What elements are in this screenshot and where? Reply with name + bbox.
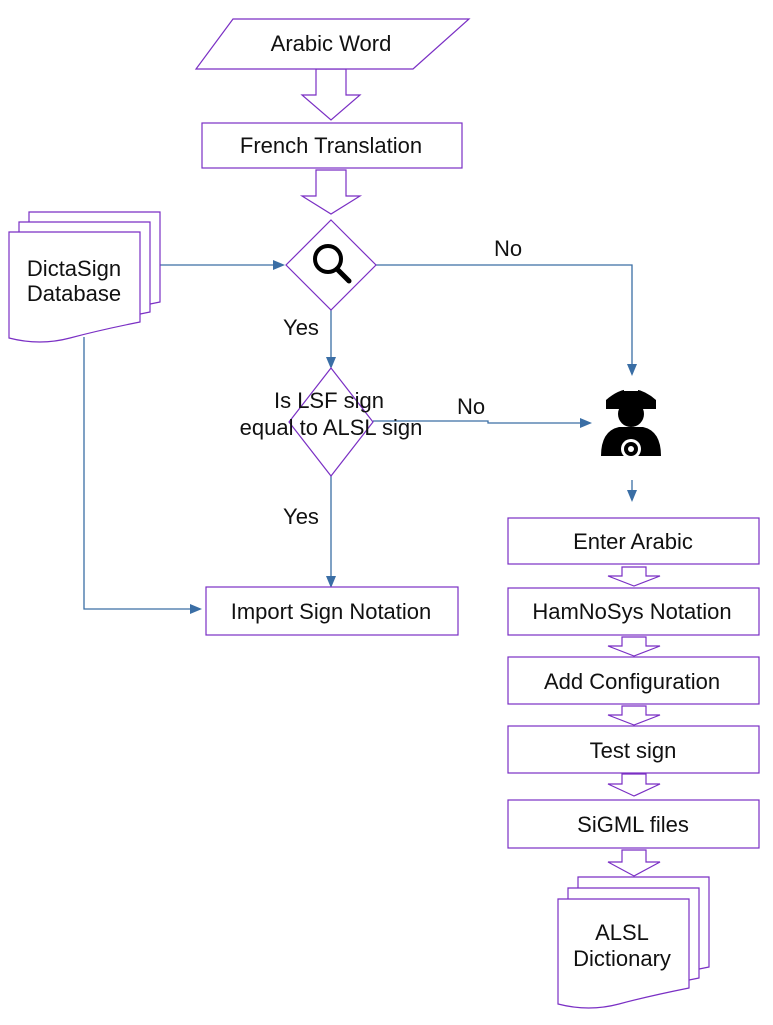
sigml-files-label: SiGML files	[577, 812, 689, 837]
alsl-label-line1: ALSL	[595, 920, 649, 945]
add-configuration-label: Add Configuration	[544, 669, 720, 694]
arrow-decision-no-to-operator	[373, 418, 592, 428]
process-box	[507, 725, 760, 774]
block-arrow-french-to-search	[299, 169, 363, 215]
node-sigml-files: SiGML files	[507, 799, 760, 849]
node-arabic-word: Arabic Word	[194, 18, 471, 70]
edge-label-search-no: No	[494, 236, 522, 261]
process-box	[507, 656, 760, 705]
block-arrow-test-to-sigml	[607, 773, 661, 797]
process-box	[201, 122, 463, 169]
node-test-sign: Test sign	[507, 725, 760, 774]
node-add-configuration: Add Configuration	[507, 656, 760, 705]
decision-diamond	[288, 367, 374, 477]
arabic-word-label: Arabic Word	[271, 31, 392, 56]
connectors	[83, 260, 637, 614]
search-icon	[313, 244, 352, 284]
node-hamnosys-notation: HamNoSys Notation	[507, 587, 760, 636]
node-lsf-decision: Is LSF sign equal to ALSL sign	[240, 367, 423, 477]
node-import-sign-notation: Import Sign Notation	[205, 586, 459, 636]
block-arrow-config-to-test	[607, 705, 661, 726]
enter-arabic-label: Enter Arabic	[573, 529, 693, 554]
process-box	[507, 799, 760, 849]
dictasign-label-line1: DictaSign	[27, 256, 121, 281]
alsl-label-line2: Dictionary	[573, 946, 671, 971]
arrow-dictasign-to-import	[83, 337, 202, 614]
node-french-translation: French Translation	[201, 122, 463, 169]
block-arrow-enter-to-hamnosys	[607, 566, 661, 587]
input-parallelogram	[194, 18, 471, 70]
process-box	[205, 586, 459, 636]
decision-label-line2: equal to ALSL sign	[240, 415, 423, 440]
decision-label-line1: Is LSF sign	[274, 388, 384, 413]
edge-label-decision-yes: Yes	[283, 504, 319, 529]
document-stack-front	[8, 231, 141, 343]
block-arrow-sigml-to-dictionary	[607, 849, 661, 877]
block-arrow-hamnosys-to-config	[607, 636, 661, 657]
block-arrows	[299, 68, 661, 877]
test-sign-label: Test sign	[590, 738, 677, 763]
dictasign-label-line2: Database	[27, 281, 121, 306]
block-arrow-word-to-french	[300, 68, 362, 121]
french-translation-label: French Translation	[240, 133, 422, 158]
hamnosys-label: HamNoSys Notation	[532, 599, 731, 624]
edge-label-search-yes: Yes	[283, 315, 319, 340]
edge-label-decision-no: No	[457, 394, 485, 419]
decision-diamond	[285, 219, 377, 311]
node-alsl-dictionary: ALSL Dictionary	[557, 876, 710, 1009]
process-box	[507, 517, 760, 565]
import-sign-label: Import Sign Notation	[231, 599, 432, 624]
arrow-search-no-to-operator	[376, 264, 637, 376]
mechanic-icon	[601, 388, 661, 459]
process-box	[507, 587, 760, 636]
node-search-decision	[285, 219, 377, 311]
node-dictasign-database: DictaSign Database	[8, 211, 161, 343]
document-stack-front	[557, 898, 690, 1009]
node-enter-arabic: Enter Arabic	[507, 517, 760, 565]
